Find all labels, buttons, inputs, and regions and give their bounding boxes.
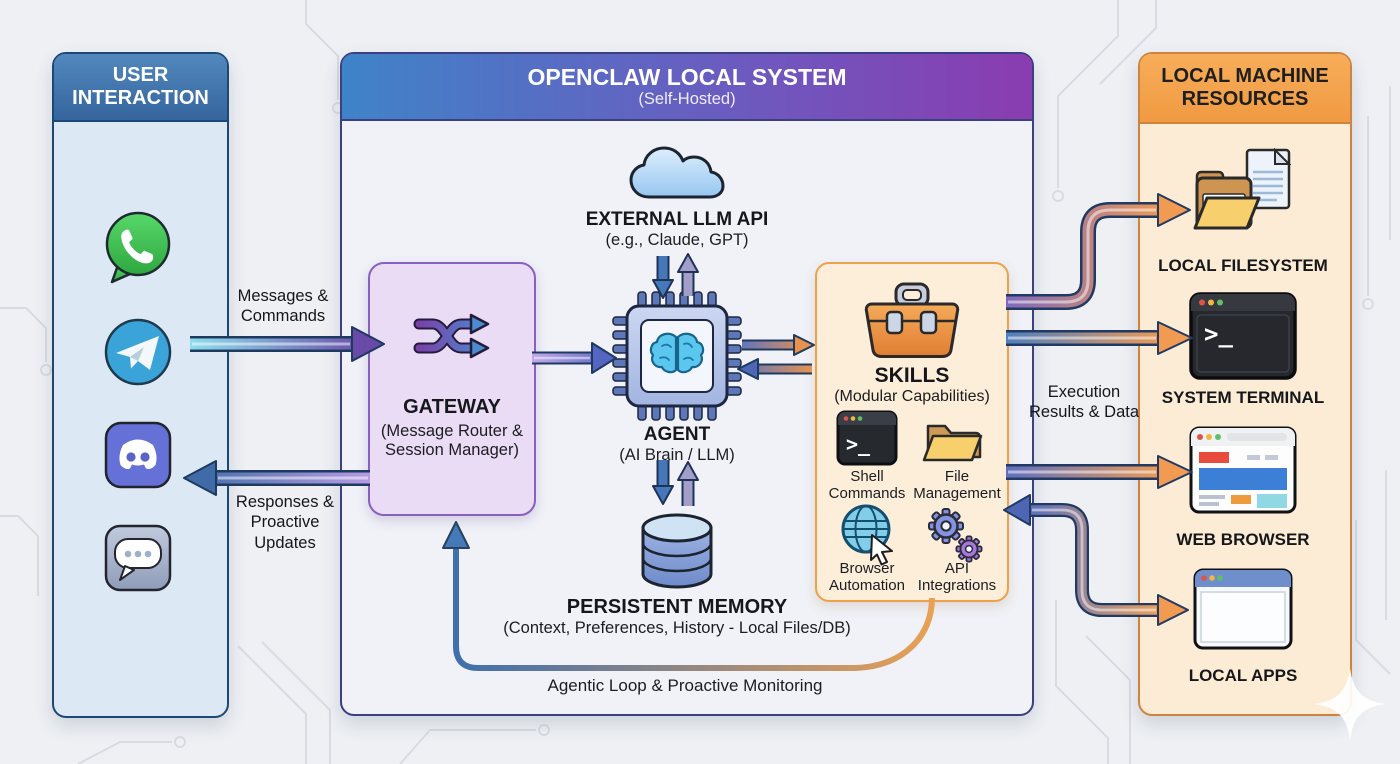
discord-icon <box>104 421 172 489</box>
openclaw-title: OPENCLAW LOCAL SYSTEM <box>527 63 847 90</box>
llm-api-title: EXTERNAL LLM API <box>585 209 769 230</box>
local-machine-title: LOCAL MACHINE RESOURCES <box>1161 65 1329 110</box>
gateway-title: GATEWAY <box>403 396 501 418</box>
svg-text:>_: >_ <box>846 432 871 456</box>
responses-updates-label: Responses & Proactive Updates <box>235 493 335 552</box>
telegram-icon <box>104 318 172 386</box>
cloud-icon <box>629 146 725 199</box>
skills-box: SKILLS (Modular Capabilities) >_ Shell C… <box>815 262 1009 602</box>
terminal-label: SYSTEM TERMINAL <box>1161 388 1325 407</box>
skills-title: SKILLS <box>874 364 950 387</box>
openclaw-header: OPENCLAW LOCAL SYSTEM (Self-Hosted) <box>342 54 1032 121</box>
gateway-subtitle: (Message Router & Session Manager) <box>380 422 524 459</box>
agentic-loop-label: Agentic Loop & Proactive Monitoring <box>547 676 823 695</box>
browser-label: WEB BROWSER <box>1176 530 1310 549</box>
skill-label-shell: Shell Commands <box>828 468 906 503</box>
sparkle-icon <box>1314 668 1386 740</box>
svg-text:>_: >_ <box>1204 320 1233 348</box>
execution-results-label: Execution Results & Data <box>1028 383 1140 422</box>
llm-api-subtitle: (e.g., Claude, GPT) <box>605 231 749 249</box>
globe-cursor-icon <box>841 504 893 566</box>
cpu-brain-icon <box>612 291 742 421</box>
gears-icon <box>928 508 983 563</box>
messages-commands-label: Messages & Commands <box>237 287 329 326</box>
memory-title: PERSISTENT MEMORY <box>566 596 788 618</box>
shuffle-arrows-icon <box>413 313 490 359</box>
user-interaction-header: USER INTERACTION <box>54 54 227 122</box>
terminal-icon: >_ <box>836 410 898 466</box>
skill-label-browser: Browser Automation <box>829 560 905 595</box>
agent-title: AGENT <box>643 424 711 445</box>
toolbox-icon <box>864 282 960 358</box>
filesystem-label: LOCAL FILESYSTEM <box>1158 256 1328 275</box>
local-machine-header: LOCAL MACHINE RESOURCES <box>1140 54 1350 124</box>
user-interaction-title: USER INTERACTION <box>72 64 209 109</box>
filesystem-icon <box>1193 147 1292 230</box>
database-icon <box>641 513 713 589</box>
whatsapp-icon <box>105 211 171 284</box>
chat-bubble-icon <box>104 524 172 592</box>
app-window-icon <box>1193 568 1293 650</box>
system-terminal-icon: >_ <box>1189 292 1297 380</box>
skill-label-api: API Integrations <box>917 560 997 595</box>
memory-subtitle: (Context, Preferences, History - Local F… <box>503 619 851 637</box>
skills-subtitle: (Modular Capabilities) <box>834 388 990 405</box>
gateway-box: GATEWAY (Message Router & Session Manage… <box>368 262 536 516</box>
web-browser-icon <box>1189 426 1297 514</box>
skill-label-file: File Management <box>913 468 1001 503</box>
agent-subtitle: (AI Brain / LLM) <box>619 446 735 464</box>
openclaw-subtitle: (Self-Hosted) <box>638 90 736 109</box>
folder-icon <box>922 424 983 462</box>
apps-label: LOCAL APPS <box>1188 666 1298 685</box>
